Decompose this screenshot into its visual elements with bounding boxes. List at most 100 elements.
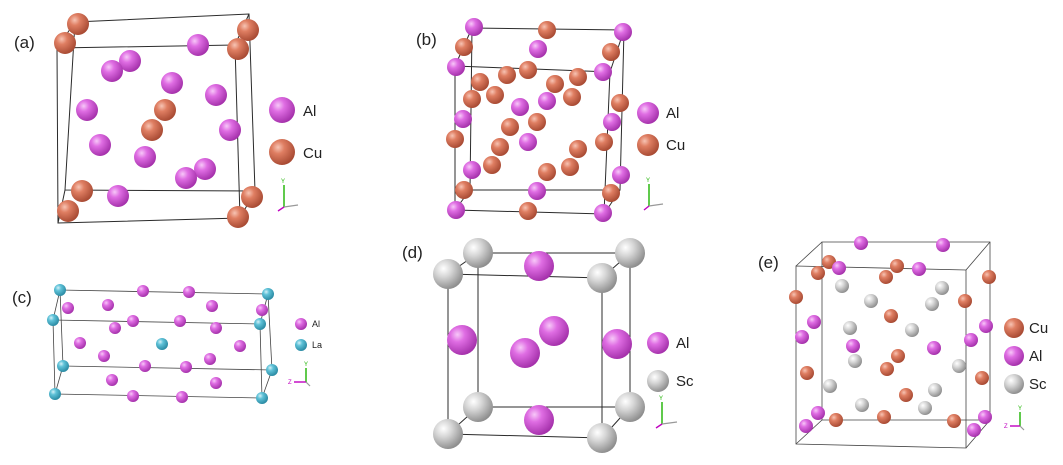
atom-al bbox=[210, 322, 222, 334]
atom-cu bbox=[975, 371, 989, 385]
atom-la bbox=[49, 388, 61, 400]
atom-sc bbox=[463, 392, 493, 422]
legend-al-swatch bbox=[637, 102, 659, 124]
atom-cu bbox=[947, 414, 961, 428]
atom-al bbox=[524, 405, 554, 435]
axis-y-label: Y bbox=[646, 178, 650, 184]
atom-al bbox=[127, 315, 139, 327]
atom-la bbox=[57, 360, 69, 372]
panel-e-label: (e) bbox=[758, 253, 779, 272]
panel-d-legend: Al Sc bbox=[647, 332, 694, 392]
atom-sc bbox=[925, 297, 939, 311]
atom-al bbox=[183, 286, 195, 298]
atom-cu bbox=[899, 388, 913, 402]
atom-cu bbox=[569, 68, 587, 86]
atom-al bbox=[447, 325, 477, 355]
atom-al bbox=[979, 319, 993, 333]
atom-cu bbox=[501, 118, 519, 136]
panel-e-axes: Y Z bbox=[1004, 406, 1025, 431]
legend-cu-label: Cu bbox=[666, 137, 685, 154]
atom-al bbox=[174, 315, 186, 327]
atom-al bbox=[210, 377, 222, 389]
atom-cu bbox=[67, 13, 89, 35]
atom-cu bbox=[546, 75, 564, 93]
panel-b-legend: Al Cu bbox=[637, 102, 685, 156]
atom-cu bbox=[491, 138, 509, 156]
atom-cu bbox=[811, 266, 825, 280]
legend-la-swatch bbox=[295, 339, 307, 351]
legend-al-label: Al bbox=[676, 335, 689, 352]
panel-c-legend: Al La bbox=[295, 318, 322, 351]
atom-al bbox=[612, 166, 630, 184]
atom-cu bbox=[611, 94, 629, 112]
legend-al-swatch bbox=[269, 97, 295, 123]
legend-al-swatch bbox=[295, 318, 307, 330]
atom-sc bbox=[433, 419, 463, 449]
atom-cu bbox=[602, 184, 620, 202]
atom-al bbox=[62, 302, 74, 314]
atom-cu bbox=[519, 61, 537, 79]
atom-la bbox=[256, 392, 268, 404]
atom-cu bbox=[455, 181, 473, 199]
atom-al bbox=[799, 419, 813, 433]
atom-cu bbox=[789, 290, 803, 304]
legend-al-label: Al bbox=[666, 105, 679, 122]
atom-cu bbox=[498, 66, 516, 84]
atom-al bbox=[107, 185, 129, 207]
atom-sc bbox=[864, 294, 878, 308]
atom-al bbox=[967, 423, 981, 437]
atom-cu bbox=[538, 21, 556, 39]
panel-a-label: (a) bbox=[14, 33, 35, 52]
atom-sc bbox=[615, 392, 645, 422]
atom-la bbox=[156, 338, 168, 350]
atom-al bbox=[594, 204, 612, 222]
atom-al bbox=[206, 300, 218, 312]
legend-sc-swatch bbox=[1004, 374, 1024, 394]
atom-al bbox=[109, 322, 121, 334]
atom-al bbox=[927, 341, 941, 355]
atom-sc bbox=[952, 359, 966, 373]
panel-d-atoms bbox=[433, 238, 645, 453]
atom-la bbox=[254, 318, 266, 330]
atom-al bbox=[912, 262, 926, 276]
panel-e-atoms bbox=[789, 236, 996, 437]
panel-a-legend: Al Cu bbox=[269, 97, 322, 165]
panel-c-atoms bbox=[47, 284, 278, 404]
atom-al bbox=[964, 333, 978, 347]
atom-al bbox=[795, 330, 809, 344]
atom-sc bbox=[848, 354, 862, 368]
atom-sc bbox=[918, 401, 932, 415]
atom-cu bbox=[602, 43, 620, 61]
atom-al bbox=[832, 261, 846, 275]
axis-z-label: Z bbox=[288, 380, 292, 386]
atom-cu bbox=[561, 158, 579, 176]
axis-z-label: Z bbox=[1004, 424, 1008, 430]
atom-cu bbox=[486, 86, 504, 104]
atom-sc bbox=[433, 259, 463, 289]
atom-al bbox=[187, 34, 209, 56]
atom-al bbox=[519, 133, 537, 151]
atom-cu bbox=[446, 130, 464, 148]
atom-sc bbox=[587, 263, 617, 293]
atom-al bbox=[524, 251, 554, 281]
atom-cu bbox=[880, 362, 894, 376]
atom-al bbox=[102, 299, 114, 311]
atom-al bbox=[161, 72, 183, 94]
panel-e: (e) bbox=[758, 236, 1048, 449]
atom-cu bbox=[877, 410, 891, 424]
atom-al bbox=[594, 63, 612, 81]
atom-cu bbox=[237, 19, 259, 41]
atom-cu bbox=[519, 202, 537, 220]
atom-al bbox=[854, 236, 868, 250]
atom-al bbox=[76, 99, 98, 121]
atom-al bbox=[101, 60, 123, 82]
atom-cu bbox=[879, 270, 893, 284]
atom-sc bbox=[843, 321, 857, 335]
atom-cu bbox=[563, 88, 581, 106]
legend-al-label: Al bbox=[312, 319, 320, 329]
atom-al bbox=[219, 119, 241, 141]
atom-sc bbox=[463, 238, 493, 268]
atom-sc bbox=[835, 279, 849, 293]
atom-al bbox=[127, 390, 139, 402]
atom-al bbox=[539, 316, 569, 346]
